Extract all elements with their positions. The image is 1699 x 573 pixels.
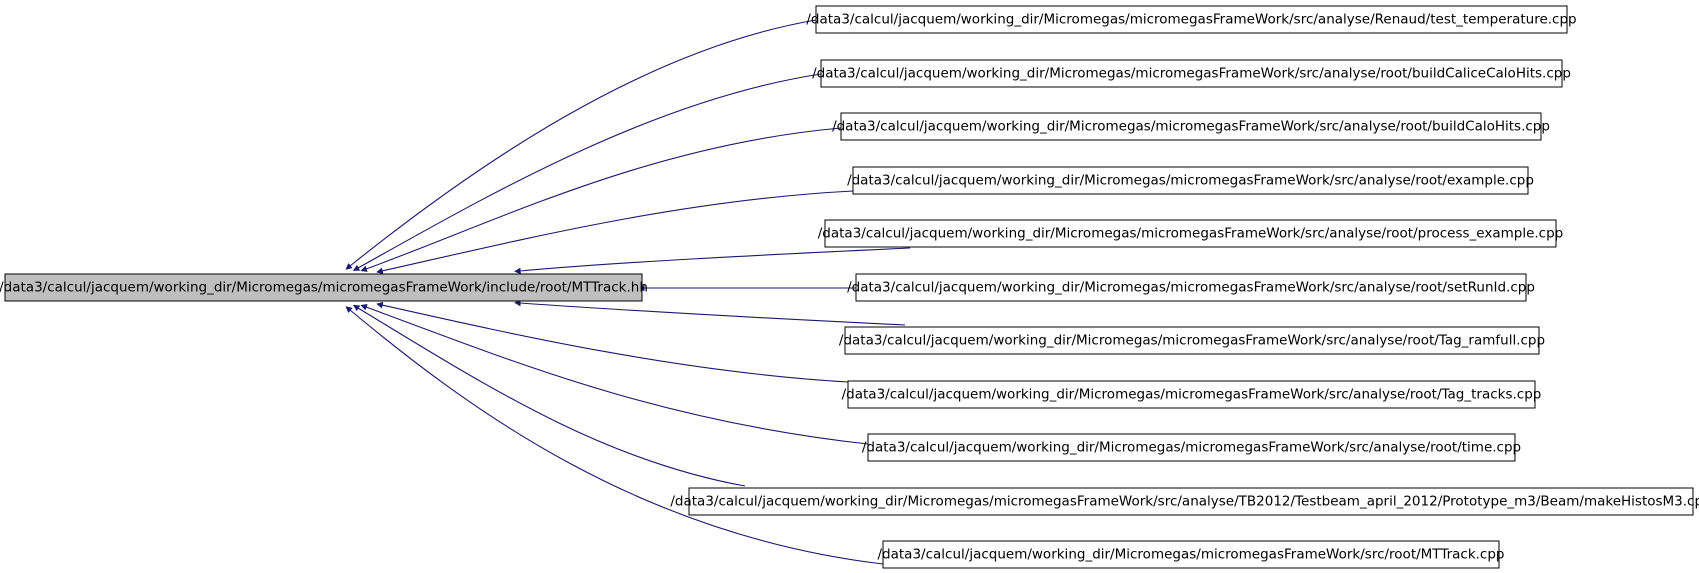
includer-node[interactable]: /data3/calcul/jacquem/working_dir/Microm…	[670, 487, 1699, 516]
includer-node-box	[815, 5, 1568, 34]
includer-node-box	[820, 59, 1563, 88]
includer-node[interactable]: /data3/calcul/jacquem/working_dir/Microm…	[832, 112, 1550, 141]
dependency-edge	[376, 301, 849, 383]
includer-node-box	[847, 380, 1536, 409]
includer-node-label: /data3/calcul/jacquem/working_dir/Microm…	[862, 440, 1521, 456]
dependency-edge	[345, 19, 817, 270]
includer-node-label: /data3/calcul/jacquem/working_dir/Microm…	[847, 280, 1535, 296]
includer-node[interactable]: /data3/calcul/jacquem/working_dir/Microm…	[818, 219, 1563, 248]
dependency-edge	[360, 304, 869, 445]
dependency-edge	[376, 190, 854, 275]
includer-node-box	[840, 112, 1542, 141]
includer-node[interactable]: /data3/calcul/jacquem/working_dir/Microm…	[839, 326, 1545, 355]
dependency-edge	[345, 306, 884, 565]
includer-node-label: /data3/calcul/jacquem/working_dir/Microm…	[806, 12, 1576, 28]
dependency-edge	[352, 304, 746, 487]
dependency-edge	[352, 73, 822, 271]
includer-node-label: /data3/calcul/jacquem/working_dir/Microm…	[818, 226, 1563, 242]
includer-node-label: /data3/calcul/jacquem/working_dir/Microm…	[847, 173, 1534, 189]
includer-node-label: /data3/calcul/jacquem/working_dir/Microm…	[842, 387, 1542, 403]
includer-node[interactable]: /data3/calcul/jacquem/working_dir/Microm…	[847, 166, 1534, 195]
includer-node-label: /data3/calcul/jacquem/working_dir/Microm…	[832, 119, 1550, 135]
dependency-edge	[360, 127, 842, 272]
root-node[interactable]: /data3/calcul/jacquem/working_dir/Microm…	[0, 273, 648, 302]
includer-node-label: /data3/calcul/jacquem/working_dir/Microm…	[812, 66, 1571, 82]
includer-node[interactable]: /data3/calcul/jacquem/working_dir/Microm…	[812, 59, 1571, 88]
includer-node-box	[867, 433, 1516, 462]
includer-node-box	[688, 487, 1694, 516]
includer-node-box	[852, 166, 1529, 195]
includer-node[interactable]: /data3/calcul/jacquem/working_dir/Microm…	[847, 273, 1535, 302]
includer-node-box	[824, 219, 1557, 248]
includer-node-label: /data3/calcul/jacquem/working_dir/Microm…	[670, 494, 1699, 510]
includer-node-label: /data3/calcul/jacquem/working_dir/Microm…	[839, 333, 1545, 349]
dependency-edge	[514, 299, 906, 326]
includer-node-box	[855, 273, 1527, 302]
includer-node[interactable]: /data3/calcul/jacquem/working_dir/Microm…	[862, 433, 1521, 462]
includer-node-box	[882, 540, 1500, 569]
includer-node-label: /data3/calcul/jacquem/working_dir/Microm…	[878, 547, 1505, 563]
dependency-edge	[514, 247, 911, 275]
includer-node-box	[844, 326, 1540, 355]
includer-node[interactable]: /data3/calcul/jacquem/working_dir/Microm…	[806, 5, 1577, 34]
includer-node[interactable]: /data3/calcul/jacquem/working_dir/Microm…	[878, 540, 1505, 569]
includer-node[interactable]: /data3/calcul/jacquem/working_dir/Microm…	[842, 380, 1542, 409]
root-node-label: /data3/calcul/jacquem/working_dir/Microm…	[0, 280, 648, 296]
root-node-box	[4, 273, 643, 302]
